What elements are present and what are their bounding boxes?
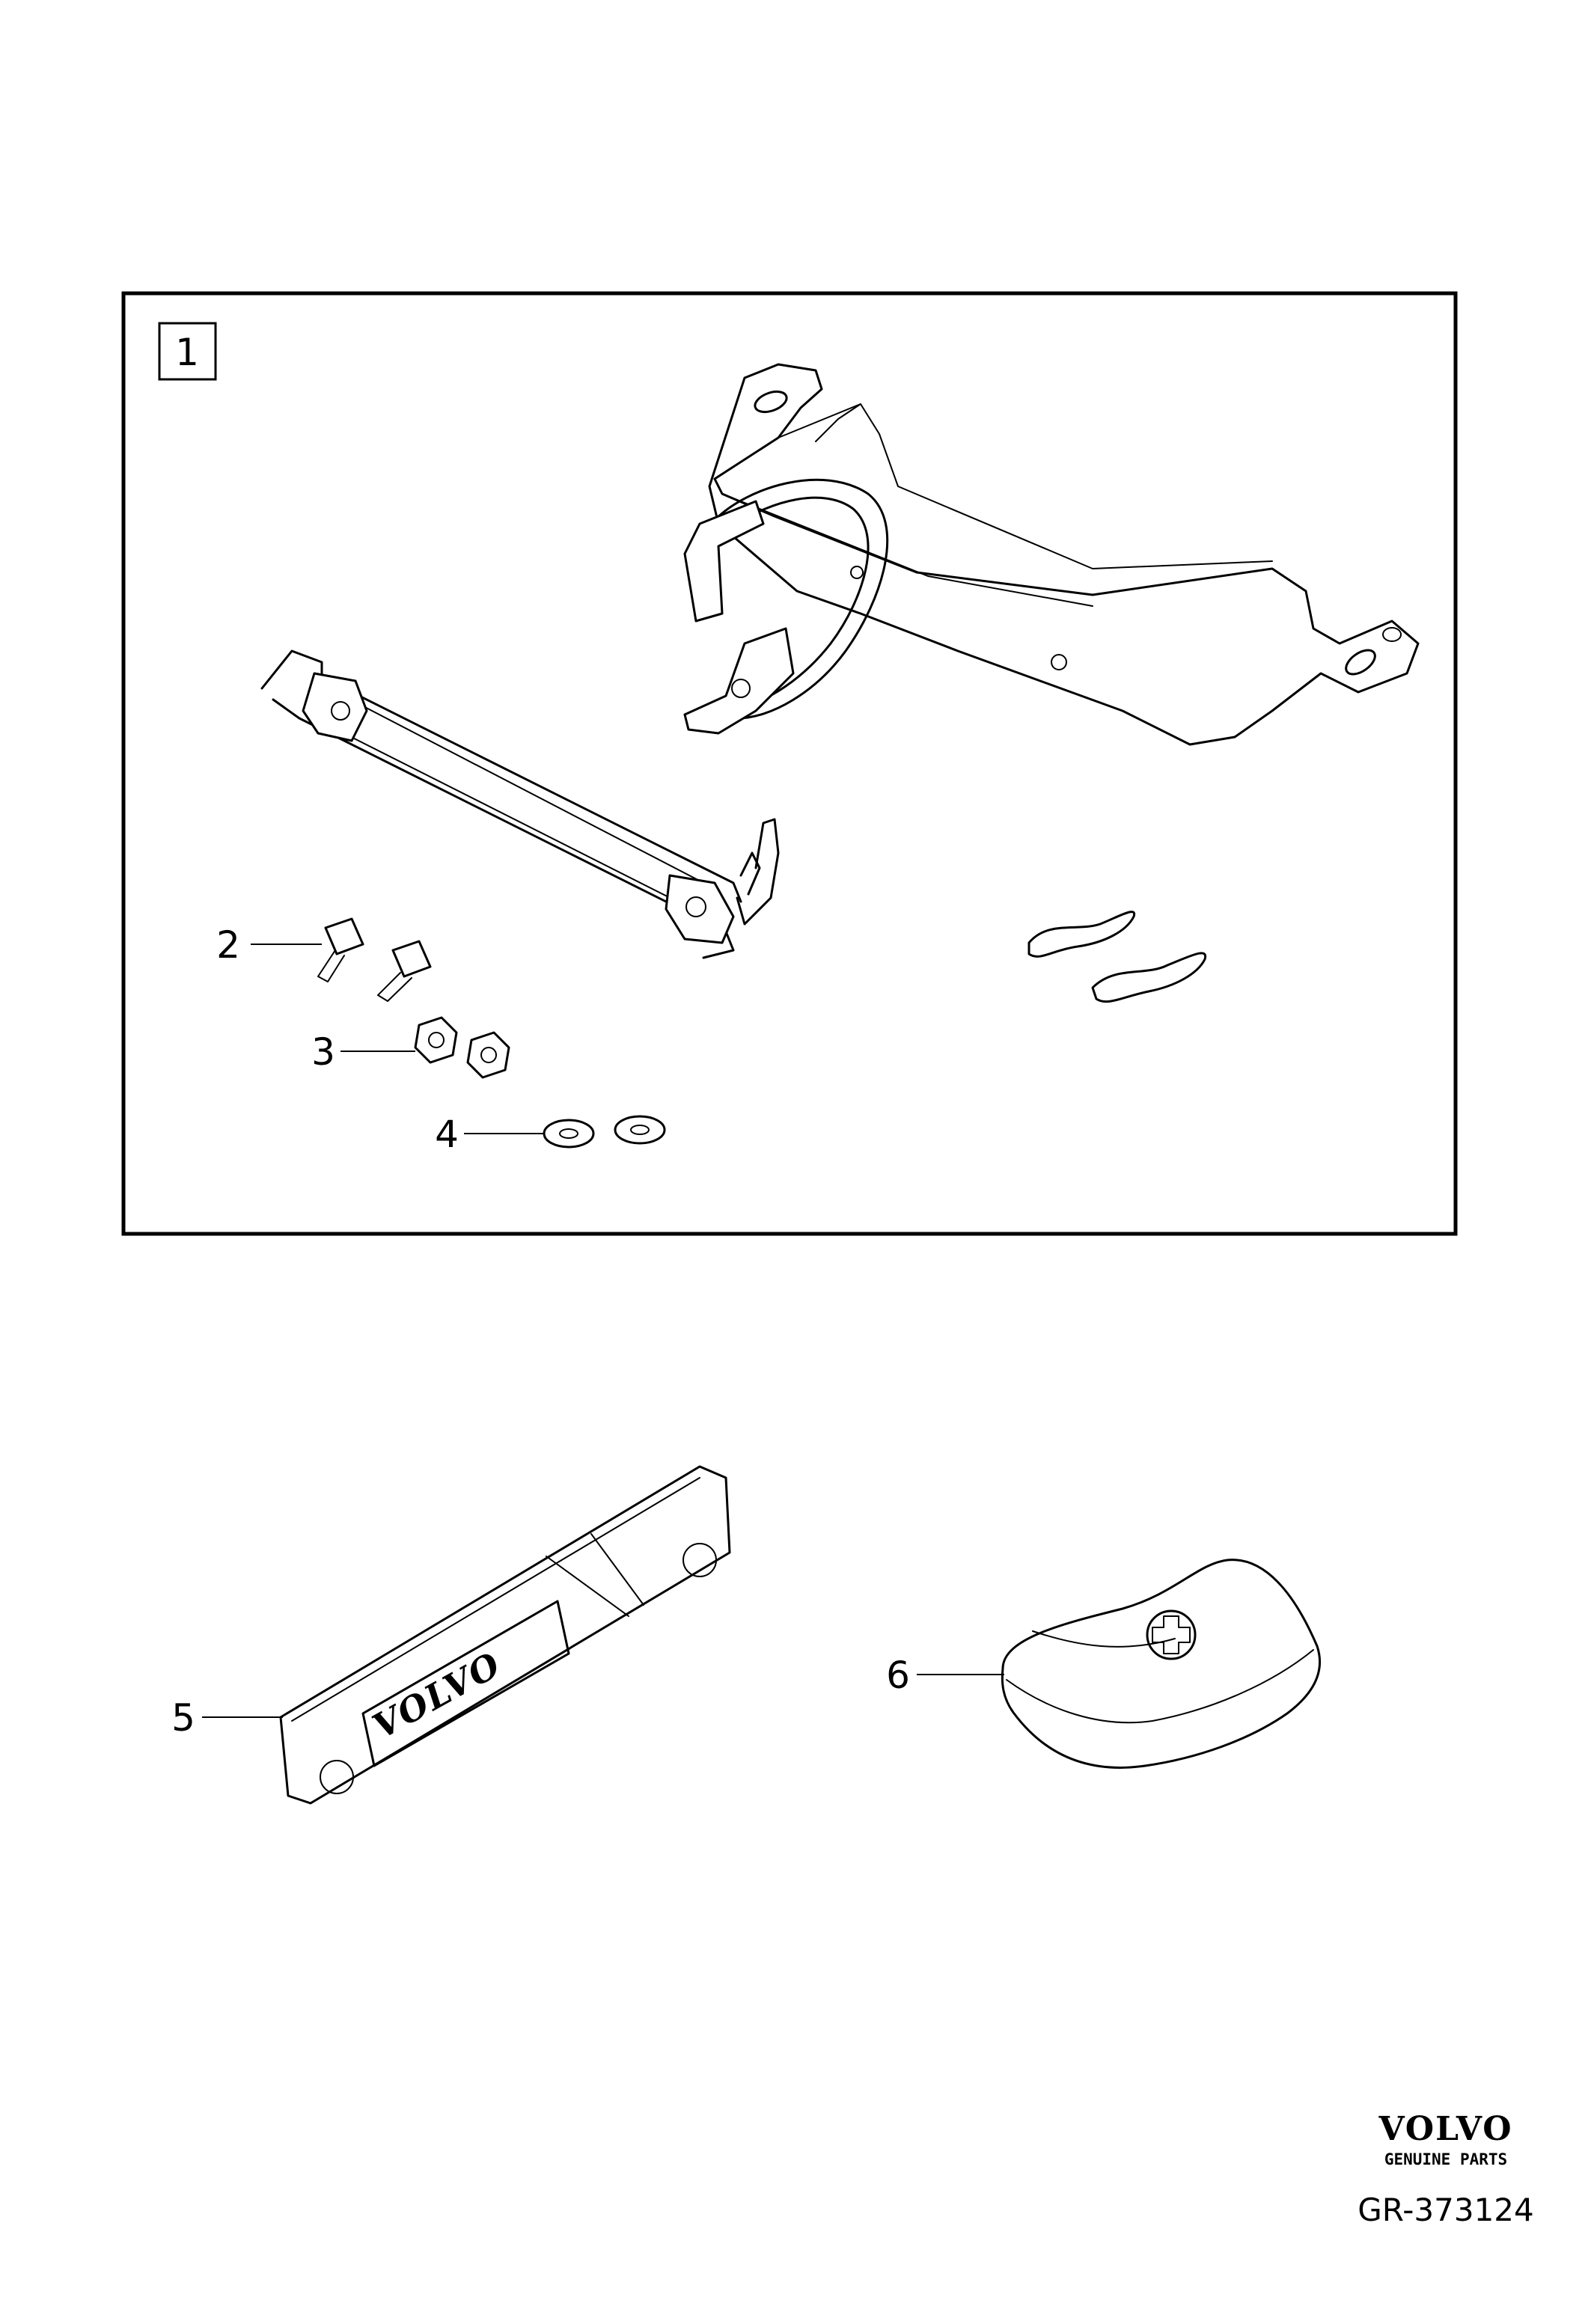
kit-label-box: [158, 322, 217, 381]
volvo-badge: VOLVO: [279, 1465, 731, 1805]
brand-tagline: GENUINE PARTS: [1384, 2150, 1507, 2168]
rod-clamp-right: [665, 874, 735, 944]
strap-clamp-top: [683, 500, 765, 623]
bracket-slot-right: [1345, 649, 1376, 676]
rubber-strip-2: [1091, 952, 1207, 1003]
nuts: [414, 1016, 510, 1079]
badge-label-panel: [361, 1600, 570, 1767]
strap-band: [713, 478, 889, 720]
rubber-strip-1: [1027, 911, 1136, 958]
callout-6: 6: [886, 1654, 910, 1697]
rod-clamp-left: [302, 672, 368, 742]
strap-clamp-bottom: [683, 627, 795, 735]
washers: [543, 1115, 666, 1149]
bracket-hole-right: [1382, 627, 1402, 642]
rod-assembly: [260, 649, 780, 959]
kit-frame: [121, 291, 1458, 1236]
first-aid-kit: [1001, 1559, 1322, 1769]
callout-5: 5: [171, 1696, 195, 1740]
bracket-hole-center: [1051, 654, 1067, 670]
callout-2: 2: [216, 923, 240, 967]
callout-3: 3: [311, 1030, 335, 1074]
callout-4: 4: [435, 1113, 459, 1156]
brand-logo-text: VOLVO: [1378, 2110, 1512, 2148]
bracket-slot-top: [754, 390, 788, 414]
mounting-bracket: [683, 363, 1420, 746]
diagram-reference: GR-373124: [1358, 2192, 1534, 2228]
first-aid-cross-icon: [1152, 1615, 1191, 1654]
bolts: [317, 917, 432, 1002]
kit-label: 1: [175, 331, 199, 374]
rod-hook: [736, 818, 780, 926]
first-aid-cross-badge: [1146, 1609, 1197, 1660]
